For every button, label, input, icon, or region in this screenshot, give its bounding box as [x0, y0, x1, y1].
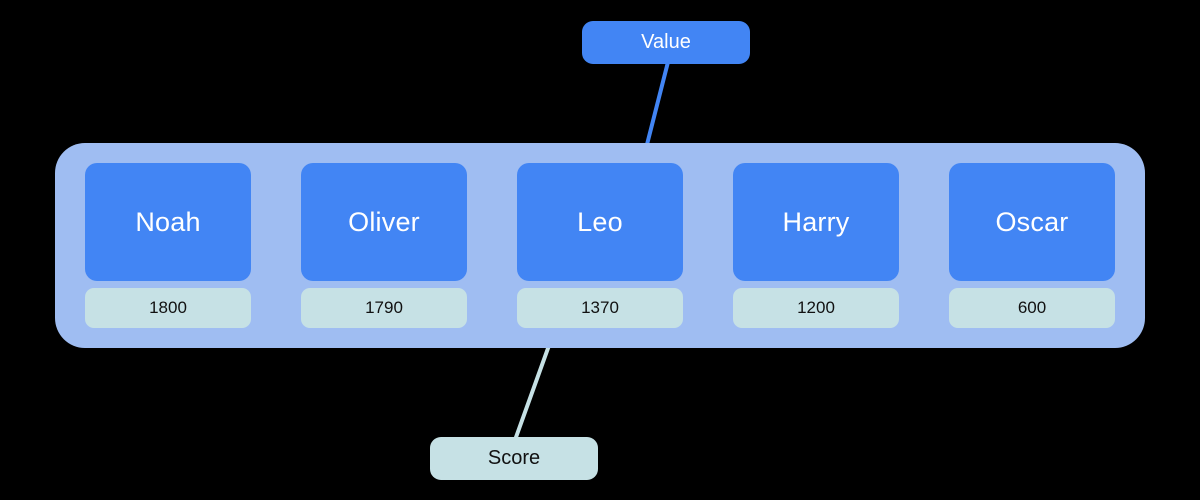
callout-value[interactable]: Value: [582, 21, 750, 64]
value-box-oscar[interactable]: 600: [949, 288, 1115, 328]
value-box-harry[interactable]: 1200: [733, 288, 899, 328]
callout-value-label: Value: [641, 31, 691, 53]
value-box-noah[interactable]: 1800: [85, 288, 251, 328]
name-box-leo[interactable]: Leo: [517, 163, 683, 281]
value-label: 1800: [149, 298, 187, 317]
name-label: Oliver: [348, 206, 420, 237]
card-group-harry[interactable]: Harry 1200: [733, 163, 899, 328]
value-label: 1370: [581, 298, 619, 317]
value-box-oliver[interactable]: 1790: [301, 288, 467, 328]
value-label: 1200: [797, 298, 835, 317]
callout-score-label: Score: [487, 447, 541, 469]
name-box-noah[interactable]: Noah: [85, 163, 251, 281]
value-box-leo[interactable]: 1370: [517, 288, 683, 328]
name-box-oscar[interactable]: Oscar: [949, 163, 1115, 281]
name-label: Leo: [577, 206, 623, 237]
card-group-noah[interactable]: Noah 1800: [85, 163, 251, 328]
card-group-oliver[interactable]: Oliver 1790: [301, 163, 467, 328]
value-label: 1790: [365, 298, 403, 317]
name-label: Oscar: [995, 206, 1069, 237]
card-group-leo[interactable]: Leo 1370: [517, 163, 683, 328]
name-label: Harry: [782, 206, 850, 237]
chart-container: Noah 1800 Oliver 1790 Leo 1370: [55, 143, 1145, 348]
name-label: Noah: [135, 206, 201, 237]
name-box-harry[interactable]: Harry: [733, 163, 899, 281]
name-box-oliver[interactable]: Oliver: [301, 163, 467, 281]
callout-score[interactable]: Score: [430, 437, 598, 480]
cards-row: Noah 1800 Oliver 1790 Leo 1370: [85, 163, 1115, 328]
card-group-oscar[interactable]: Oscar 600: [949, 163, 1115, 328]
value-label: 600: [1017, 298, 1047, 317]
